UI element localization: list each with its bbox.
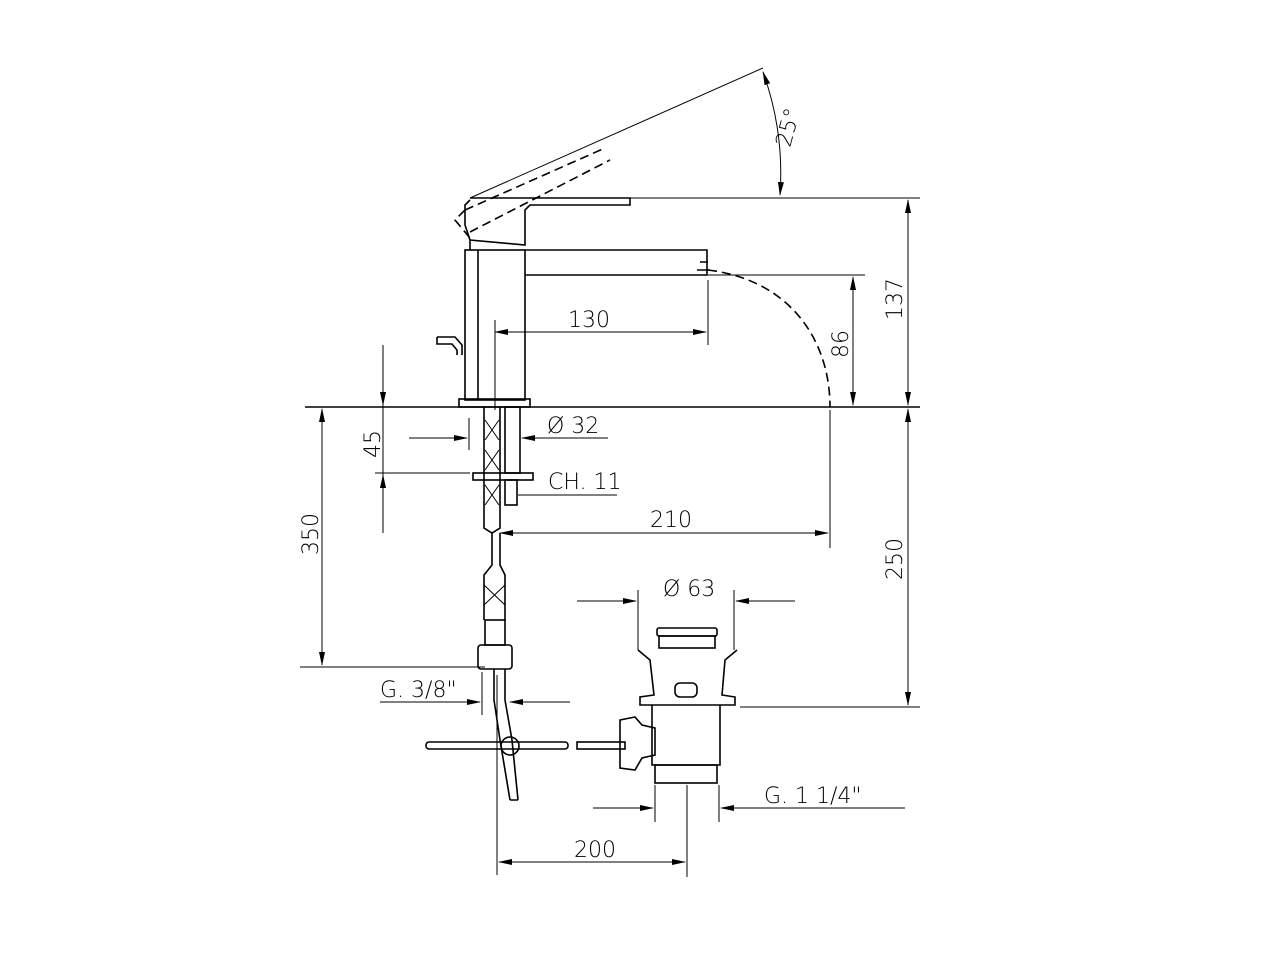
lever-raised-outline (453, 147, 611, 239)
dim-thread-1-1-4: G. 1 1/4" (764, 784, 862, 809)
dim-45: 45 (361, 430, 386, 458)
dim-350: 350 (299, 513, 324, 555)
angle-arc (762, 71, 784, 196)
dim-86: 86 (829, 330, 854, 358)
dim-200: 200 (574, 838, 616, 863)
popup-rod (425, 736, 626, 756)
angle-label: 25° (772, 105, 806, 149)
dim-nut-ch11: CH. 11 (548, 470, 622, 495)
dim-diameter-32: Ø 32 (547, 414, 599, 439)
faucet-body (436, 197, 710, 408)
flexible-hose (477, 533, 519, 801)
shank (472, 406, 534, 534)
dim-210: 210 (650, 508, 692, 533)
dim-250: 250 (883, 538, 908, 580)
dim-137: 137 (883, 278, 908, 320)
waste-valve (619, 627, 738, 784)
water-flow-curve (707, 269, 831, 408)
dim-thread-3-8: G. 3/8" (380, 678, 457, 703)
dim-130: 130 (568, 308, 610, 333)
dim-diameter-63: Ø 63 (663, 577, 715, 602)
